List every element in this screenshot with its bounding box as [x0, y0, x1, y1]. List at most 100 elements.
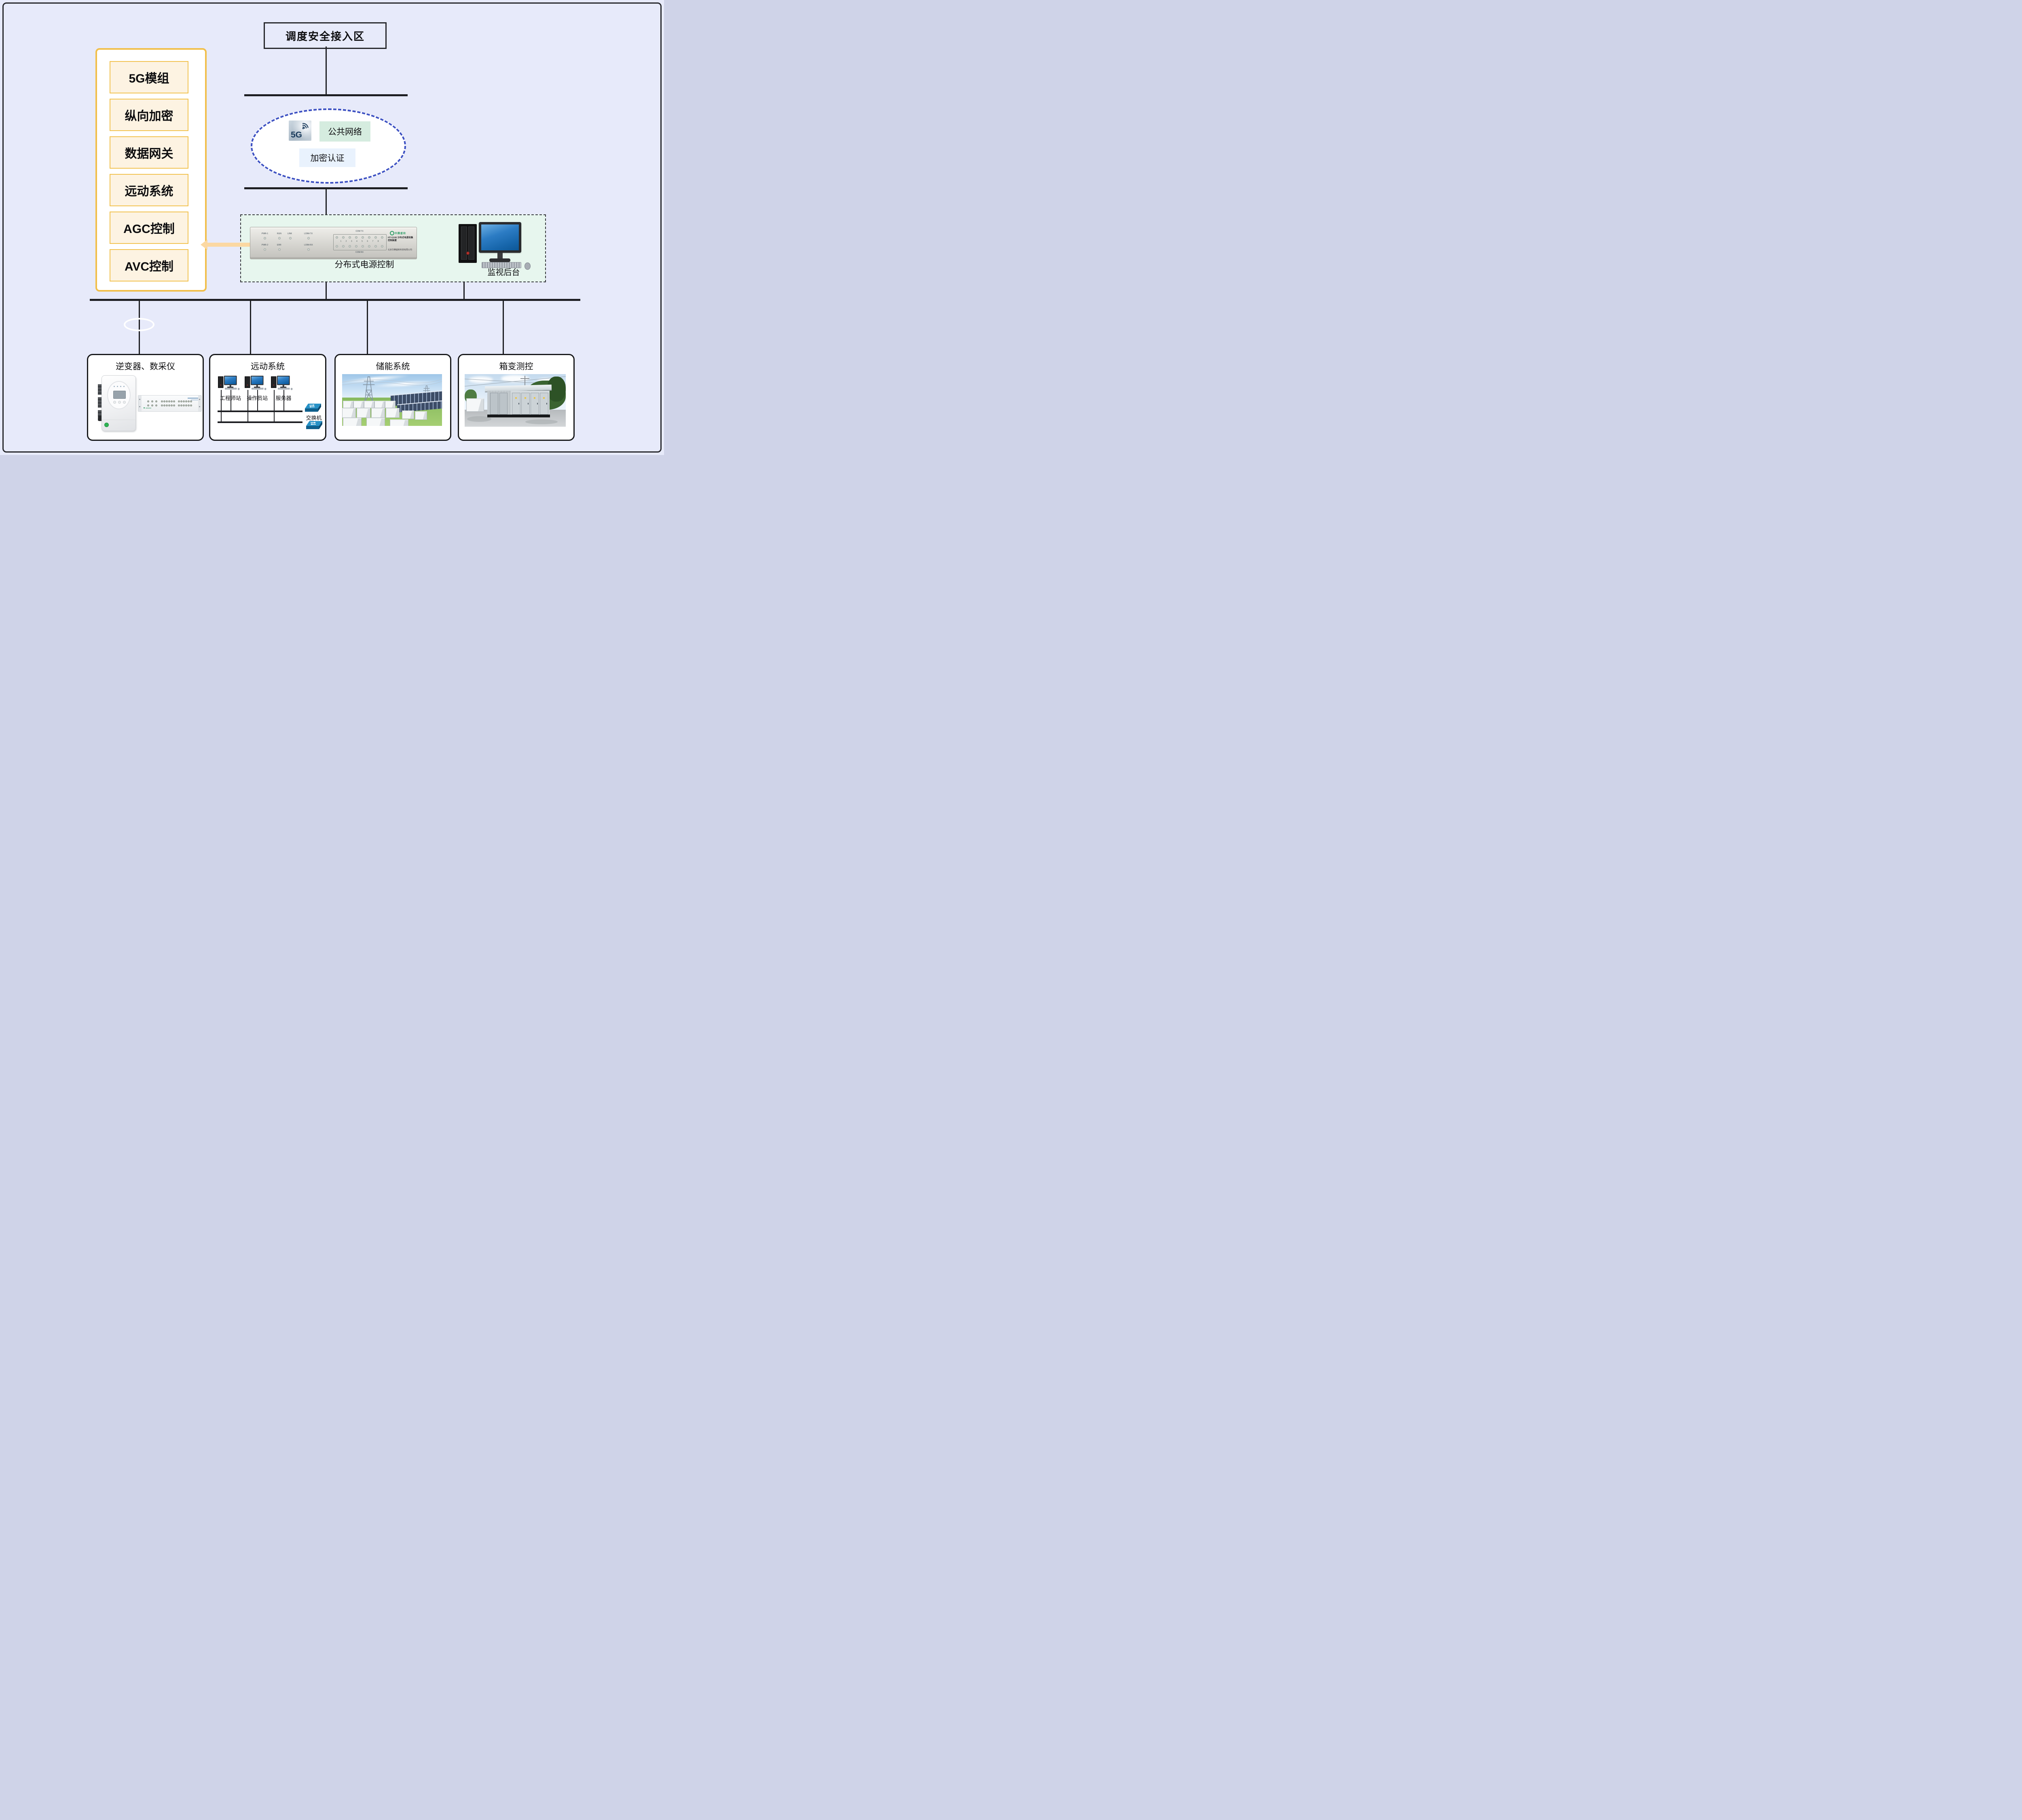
storage-container — [386, 408, 400, 418]
com-dot — [362, 236, 364, 239]
computer-monitor — [479, 222, 521, 253]
transformer-door — [521, 393, 530, 415]
inverter-connector — [98, 416, 102, 421]
remote-system-box: 远动系统 工程师站 操作员站 — [209, 354, 326, 441]
com-dot — [381, 236, 383, 239]
led-dot — [289, 237, 292, 239]
mouse-icon — [237, 388, 240, 390]
inverter-screen — [113, 391, 126, 399]
engineer-workstation — [218, 376, 240, 390]
led-label-lora-tx: LORA TX — [304, 233, 313, 235]
com-dot — [336, 245, 338, 248]
storage-container — [364, 401, 374, 408]
bus-main — [90, 299, 580, 301]
panel-item-label: 5G模组 — [129, 72, 169, 85]
led-label-pwr1: PWR-1 — [262, 233, 269, 235]
mouse-icon — [290, 388, 293, 390]
rack-ear — [198, 396, 201, 411]
com-dot — [355, 245, 357, 248]
power-lines — [342, 379, 442, 385]
drop-storage — [367, 301, 368, 354]
computer-tower — [218, 376, 224, 388]
switch-icon — [305, 404, 321, 412]
ws-cable — [257, 390, 258, 411]
box-transformer-photo — [465, 374, 566, 427]
connector-monitor-vertical — [463, 268, 465, 300]
public-network-ellipse — [251, 108, 406, 184]
led-dot — [264, 248, 266, 251]
lan-bus-a — [218, 411, 302, 412]
outer-border — [2, 2, 662, 453]
panel-item-5g-module: 5G模组 — [110, 61, 188, 93]
channel-numbers: 1 2 3 4 5 6 7 8 — [340, 240, 379, 243]
bus-upper — [244, 94, 408, 96]
led-dot — [278, 248, 281, 251]
inverter-power-button — [104, 423, 109, 427]
com-channel-frame — [333, 234, 387, 250]
inverter-button — [123, 401, 126, 404]
mouse-icon — [525, 262, 531, 270]
lan-bus-b — [218, 421, 302, 423]
remote-box-title: 远动系统 — [251, 362, 285, 371]
storage-container — [385, 401, 396, 408]
5g-icon: 5G — [289, 121, 311, 141]
inverter-led — [123, 386, 125, 387]
rack-text-bar — [188, 398, 198, 399]
panel-item-data-gateway: 数据网关 — [110, 136, 188, 169]
computer-tower — [271, 376, 277, 388]
keyboard-icon — [482, 262, 521, 268]
led-label-err: ERR — [277, 244, 281, 246]
ws-cable — [221, 390, 222, 421]
storage-container — [343, 401, 353, 408]
vendor-logo-text: 华腾盛和 — [395, 233, 406, 235]
computer-monitor — [251, 376, 264, 385]
arrow-head-left — [201, 239, 207, 250]
com-dot — [374, 245, 377, 248]
dispatch-access-zone-label: 调度安全接入区 — [285, 30, 365, 42]
monitor-base — [489, 258, 510, 262]
server-label: 服务器 — [275, 395, 292, 401]
public-network-label: 公共网络 — [328, 127, 362, 137]
operator-station-label: 操作员站 — [246, 395, 268, 401]
led-label-link: LINK — [288, 233, 292, 235]
heatsink-fin — [98, 397, 102, 408]
transformer-door — [499, 393, 508, 415]
led-label-pwr2: PWR-2 — [262, 244, 269, 246]
com-tx-label: COM TX — [355, 230, 364, 233]
storage-system-photo — [342, 374, 442, 426]
computer-tower — [245, 376, 250, 388]
storage-container — [415, 411, 427, 420]
inverter-led — [120, 386, 121, 387]
transformer-box-title: 箱变测控 — [499, 362, 533, 371]
storage-container — [366, 418, 385, 426]
box-transformer-box: 箱变测控 — [458, 354, 575, 441]
encrypt-auth-label: 加密认证 — [310, 154, 345, 163]
monitoring-workstation — [459, 222, 531, 270]
wireless-ring — [124, 318, 154, 331]
storage-box-title: 储能系统 — [376, 362, 410, 371]
panel-item-label: AVC控制 — [124, 260, 174, 273]
transformer-door — [512, 393, 520, 415]
panel-item-remote-system: 远动系统 — [110, 174, 188, 206]
inverter-button — [113, 401, 116, 404]
com-dot — [336, 236, 338, 239]
dispatch-access-zone-box: 调度安全接入区 — [264, 22, 387, 49]
wifi-arcs-icon — [302, 123, 309, 129]
connector-top-vertical — [326, 47, 327, 95]
transformer-door — [540, 393, 548, 415]
keyboard-icon — [252, 387, 264, 390]
server-workstation — [271, 376, 293, 390]
ws-cable — [274, 390, 275, 421]
heatsink-fin — [98, 384, 102, 395]
com-dot — [342, 236, 345, 239]
transformer-door — [490, 393, 498, 415]
monitor-caption: 监视后台 — [487, 268, 520, 277]
vendor-logo-icon — [390, 231, 394, 235]
storage-container — [402, 411, 414, 419]
transmission-tower-icon — [363, 376, 375, 402]
device-caption: 分布式电源控制 — [334, 260, 394, 269]
led-label-lora-rx: LORA RX — [304, 244, 313, 246]
com-dot — [374, 236, 377, 239]
keyboard-icon — [225, 387, 237, 390]
storage-container — [353, 401, 364, 408]
